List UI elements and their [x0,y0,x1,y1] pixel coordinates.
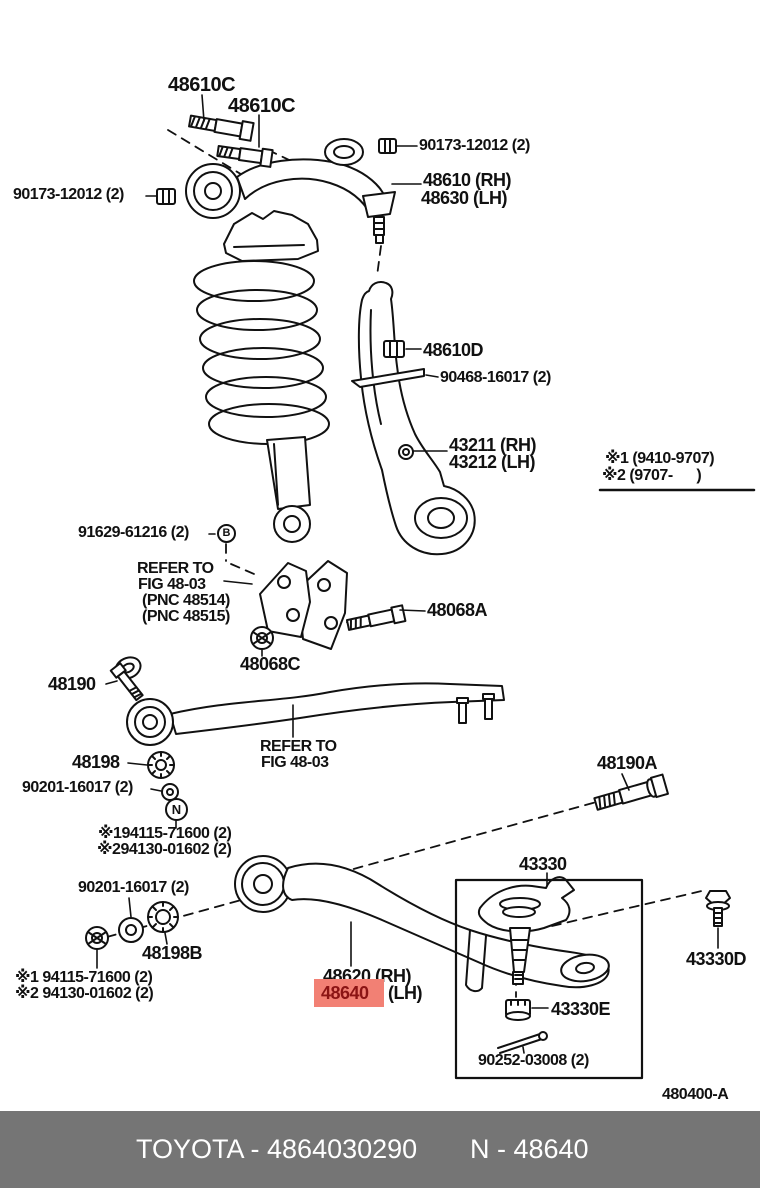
note-94115-lower[interactable]: ※1 94115-71600 (2) [15,969,153,986]
part-label-43330d[interactable]: 43330D [686,949,747,969]
knuckle-drawing [357,281,476,556]
part-label-48610d[interactable]: 48610D [423,340,484,360]
bolt-43330d-drawing [705,890,731,927]
castle-nut-43330e-drawing [505,999,531,1021]
note-year-range-1: ※1 (9410-9707) [605,450,715,467]
selected-part-highlight[interactable] [314,979,384,1007]
part-label-48640-lh-suffix: (LH) [388,983,422,1003]
note-94130-lower[interactable]: ※2 94130-01602 (2) [15,985,154,1002]
footer-part-code: N - 48640 [470,1134,589,1164]
refer-note-2-line2: FIG 48-03 [261,754,329,771]
ball-joint-43330-drawing [477,876,575,985]
nut-48068c-drawing [250,626,274,650]
figure-code: 480400-A [662,1086,729,1103]
part-label-48630-lh[interactable]: 48630 (LH) [421,188,508,208]
footer-bar: TOYOTA - 4864030290 N - 48640 [0,1111,760,1188]
lower-arm-drawing [234,855,610,993]
part-label-48198[interactable]: 48198 [72,752,120,772]
part-label-43330[interactable]: 43330 [519,854,567,874]
part-label-48610-rh[interactable]: 48610 (RH) [423,170,512,190]
part-label-48068c[interactable]: 48068C [240,654,301,674]
part-label-48610c-1[interactable]: 48610C [168,74,236,96]
bolt-48190a-drawing [593,773,669,811]
refer-note-2-line1: REFER TO [260,738,337,755]
footer-part-number: TOYOTA - 4864030290 [136,1134,418,1164]
leader-lines [96,94,719,1054]
callout-badge-b[interactable]: B [217,524,236,543]
part-label-90173-right[interactable]: 90173-12012 (2) [419,137,530,154]
refer-note-1-line2: FIG 48-03 [138,576,206,593]
note-94115-upper[interactable]: ※194115-71600 (2) [98,825,232,842]
note-94130-upper[interactable]: ※294130-01602 (2) [97,841,232,858]
part-label-91629[interactable]: 91629-61216 (2) [78,524,189,541]
washer-90201-lower-drawing [118,917,144,943]
part-label-90201-upper[interactable]: 90201-16017 (2) [22,779,133,796]
strut-spring-drawing [193,210,330,543]
part-label-43211-rh[interactable]: 43211 (RH) [449,435,537,455]
refer-note-1-line4: (PNC 48515) [142,608,230,625]
part-label-43330e[interactable]: 43330E [551,999,611,1019]
bolt-48610c-1-drawing [188,114,255,142]
strut-bracket-drawing [259,560,348,650]
nut-94115-drawing [85,926,109,950]
part-label-90252[interactable]: 90252-03008 (2) [478,1052,589,1069]
part-label-48198b[interactable]: 48198B [142,943,203,963]
bolt-48610c-2-drawing [216,145,274,168]
nut-90173-left-drawing [156,188,176,205]
refer-note-1-line3: (PNC 48514) [142,592,230,609]
washer-48198b-drawing [147,901,179,933]
nut-90173-right-drawing [378,138,397,154]
link-48190-drawing [109,656,144,702]
washer-48198-drawing [147,751,175,779]
part-label-90201-lower[interactable]: 90201-16017 (2) [78,879,189,896]
part-label-48610c-2[interactable]: 48610C [228,95,296,117]
part-label-48190[interactable]: 48190 [48,674,96,694]
part-label-90173-left[interactable]: 90173-12012 (2) [13,186,124,203]
brace-arm-drawing [126,682,505,746]
bolt-48068a-drawing [345,604,407,631]
detail-box-43330 [454,878,644,1080]
note-year-range-2: ※2 (9707- ) [602,467,702,484]
part-label-90468[interactable]: 90468-16017 (2) [440,369,551,386]
nut-48610d-drawing [383,340,405,358]
cotter-pin-90252-drawing [497,1031,548,1054]
callout-badge-n[interactable]: N [165,798,188,821]
part-label-48640-highlighted[interactable]: 48640 [321,983,369,1003]
part-label-48068a[interactable]: 48068A [427,600,488,620]
part-label-48190a[interactable]: 48190A [597,753,658,773]
upper-arm-drawing [185,138,396,244]
bolt-90468-drawing [351,368,425,388]
part-label-43212-lh[interactable]: 43212 (LH) [449,452,536,472]
refer-note-1-line1: REFER TO [137,560,214,577]
